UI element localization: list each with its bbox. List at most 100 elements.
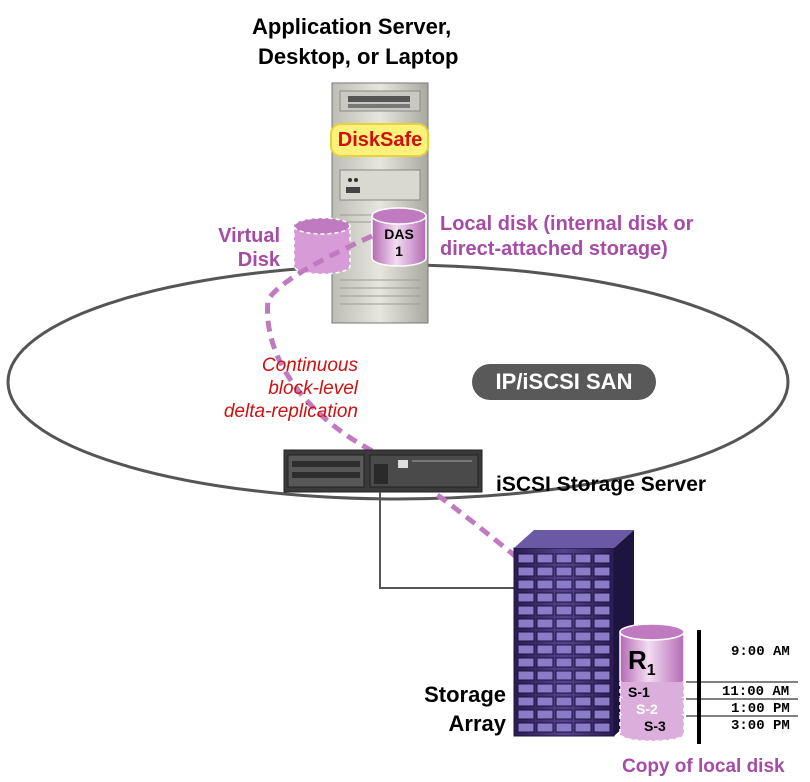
array-bay	[574, 605, 592, 616]
array-bay	[555, 670, 573, 681]
das-label-line-1: DAS	[384, 226, 414, 242]
storage-server-icon	[283, 449, 483, 493]
local-disk-line-2: direct-attached storage)	[440, 238, 668, 260]
array-bay	[536, 579, 554, 590]
array-bay	[536, 657, 554, 668]
replica-letter: R	[628, 645, 647, 675]
array-bay	[555, 683, 573, 694]
virtual-disk-line-1: Virtual	[218, 225, 280, 247]
time-s3: 3:00 PM	[731, 718, 790, 734]
array-bay	[593, 631, 611, 642]
storage-array-line-1: Storage	[424, 682, 506, 707]
array-bay	[555, 566, 573, 577]
array-bay	[536, 722, 554, 733]
array-bay	[555, 631, 573, 642]
array-bay	[555, 644, 573, 655]
array-bay	[574, 631, 592, 642]
array-bay	[555, 618, 573, 629]
array-bay	[536, 592, 554, 603]
array-bay	[536, 696, 554, 707]
replication-line-1: Continuous	[261, 355, 358, 376]
array-bay	[536, 605, 554, 616]
array-bay	[574, 592, 592, 603]
array-bay	[593, 592, 611, 603]
virtual-disk-icon	[293, 217, 351, 275]
title-line-1: Application Server,	[252, 14, 452, 39]
replication-line-3: delta-replication	[223, 401, 358, 422]
tower-server-icon	[331, 82, 429, 324]
array-bay	[593, 566, 611, 577]
array-bay	[517, 670, 535, 681]
array-bay	[517, 631, 535, 642]
array-bay	[517, 605, 535, 616]
array-bay	[517, 579, 535, 590]
array-bays	[517, 553, 611, 733]
array-bay	[555, 553, 573, 564]
das-label: DAS 1	[372, 226, 426, 260]
virtual-disk-line-2: Disk	[237, 249, 280, 271]
array-bay	[574, 670, 592, 681]
array-bay	[574, 722, 592, 733]
array-bay	[593, 618, 611, 629]
array-bay	[574, 644, 592, 655]
das-label-line-2: 1	[395, 243, 403, 259]
das-disk-icon	[371, 207, 427, 267]
array-bay	[574, 657, 592, 668]
disksafe-label: DiskSafe	[337, 129, 423, 151]
array-bay	[593, 657, 611, 668]
array-bay	[574, 696, 592, 707]
array-bay	[555, 657, 573, 668]
array-bay	[574, 566, 592, 577]
san-pill	[472, 364, 656, 400]
array-bay	[536, 644, 554, 655]
time-s2: 1:00 PM	[731, 701, 790, 717]
array-bay	[593, 670, 611, 681]
array-bay	[593, 579, 611, 590]
server-array-link	[379, 492, 514, 589]
replica-label: R1	[628, 645, 656, 680]
snapshot-label-2: S-2	[636, 701, 658, 717]
replica-subscript: 1	[646, 662, 656, 680]
title-line-2: Desktop, or Laptop	[258, 44, 459, 69]
snapshot-label-1: S-1	[628, 684, 650, 700]
array-bay	[536, 566, 554, 577]
array-bay	[536, 618, 554, 629]
array-bay	[593, 722, 611, 733]
array-bay	[517, 696, 535, 707]
array-bay	[593, 709, 611, 720]
snapshot-label-3: S-3	[644, 718, 666, 734]
array-bay	[517, 566, 535, 577]
array-bay	[555, 722, 573, 733]
storage-array-label: Storage Array	[402, 680, 506, 738]
array-bay	[593, 644, 611, 655]
time-s1: 11:00 AM	[722, 684, 790, 700]
disksafe-badge	[330, 123, 429, 157]
array-bay	[555, 709, 573, 720]
local-disk-label: Local disk (internal disk or direct-atta…	[440, 212, 693, 262]
array-bay	[555, 592, 573, 603]
array-bay	[536, 631, 554, 642]
array-bay	[593, 605, 611, 616]
array-bay	[517, 592, 535, 603]
array-bay	[517, 644, 535, 655]
array-bay	[517, 709, 535, 720]
replication-path	[265, 233, 582, 612]
array-bay	[555, 579, 573, 590]
array-bay	[574, 553, 592, 564]
array-bay	[555, 605, 573, 616]
replication-line-2: block-level	[268, 378, 358, 399]
array-bay	[517, 683, 535, 694]
array-bay	[536, 683, 554, 694]
array-bay	[517, 657, 535, 668]
local-disk-line-1: Local disk (internal disk or	[440, 213, 694, 235]
array-bay	[517, 618, 535, 629]
array-bay	[517, 553, 535, 564]
storage-array-line-2: Array	[448, 711, 506, 736]
time-r1: 9:00 AM	[731, 644, 790, 660]
storage-server-label: iSCSI Storage Server	[496, 473, 707, 496]
copy-label: Copy of local disk	[622, 756, 785, 777]
array-bay	[536, 709, 554, 720]
array-bay	[536, 553, 554, 564]
array-bay	[536, 670, 554, 681]
